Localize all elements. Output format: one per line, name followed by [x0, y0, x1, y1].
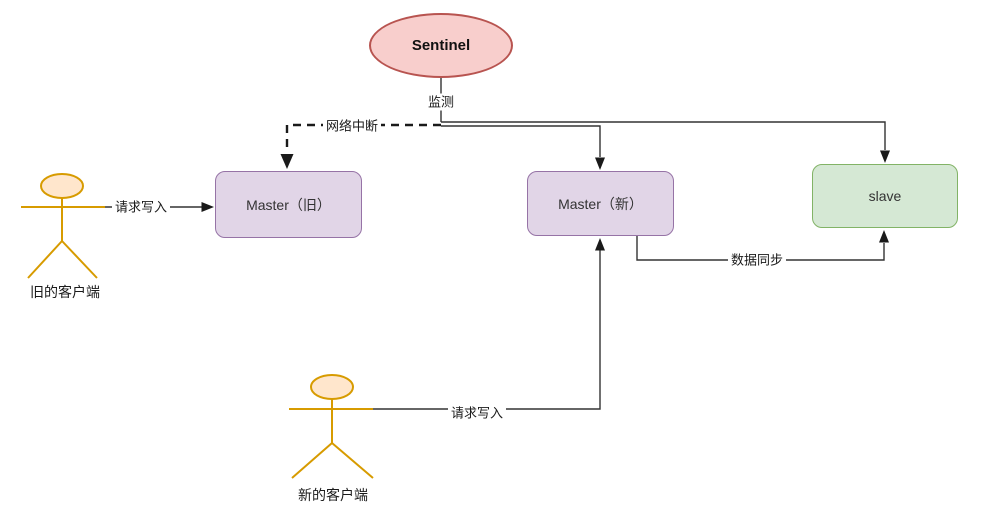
new-client-actor: [289, 374, 374, 479]
edge-label-network-break: 网络中断: [322, 117, 382, 135]
edge-label-monitor: 监测: [424, 93, 458, 111]
arrowhead-master-old-left: [201, 202, 214, 212]
new-client-label: 新的客户端: [298, 487, 368, 503]
edge-label-data-sync: 数据同步: [727, 251, 787, 269]
old-client-body: [21, 198, 105, 279]
old-client-label: 旧的客户端: [30, 284, 100, 300]
edge-network-break-dashed: [285, 123, 441, 152]
arrowhead-master-new-bottom: [595, 238, 605, 251]
arrowhead-master-new-top: [595, 157, 605, 170]
node-master-old: Master（旧）: [215, 171, 362, 238]
new-client-body: [289, 399, 374, 479]
edge-sentinel-to-master-new: [441, 125, 601, 157]
arrowhead-slave-bottom: [879, 230, 889, 243]
new-client-head: [310, 374, 354, 400]
node-master-old-label: Master（旧）: [246, 196, 331, 213]
node-sentinel: Sentinel: [369, 13, 513, 78]
arrowhead-master-old-top: [280, 154, 294, 169]
edge-label-request-write-old: 请求写入: [111, 198, 171, 216]
old-client-head: [40, 173, 84, 199]
edge-label-request-write-new: 请求写入: [447, 404, 507, 422]
node-master-new: Master（新）: [527, 171, 674, 236]
old-client-actor: [21, 173, 105, 279]
node-master-new-label: Master（新）: [558, 195, 643, 212]
node-slave-label: slave: [868, 188, 902, 204]
arrowhead-slave-top: [880, 150, 890, 163]
edge-new-client-request: [373, 250, 601, 410]
edge-sentinel-to-slave: [441, 121, 886, 150]
node-slave: slave: [812, 164, 958, 228]
node-sentinel-label: Sentinel: [411, 37, 471, 54]
